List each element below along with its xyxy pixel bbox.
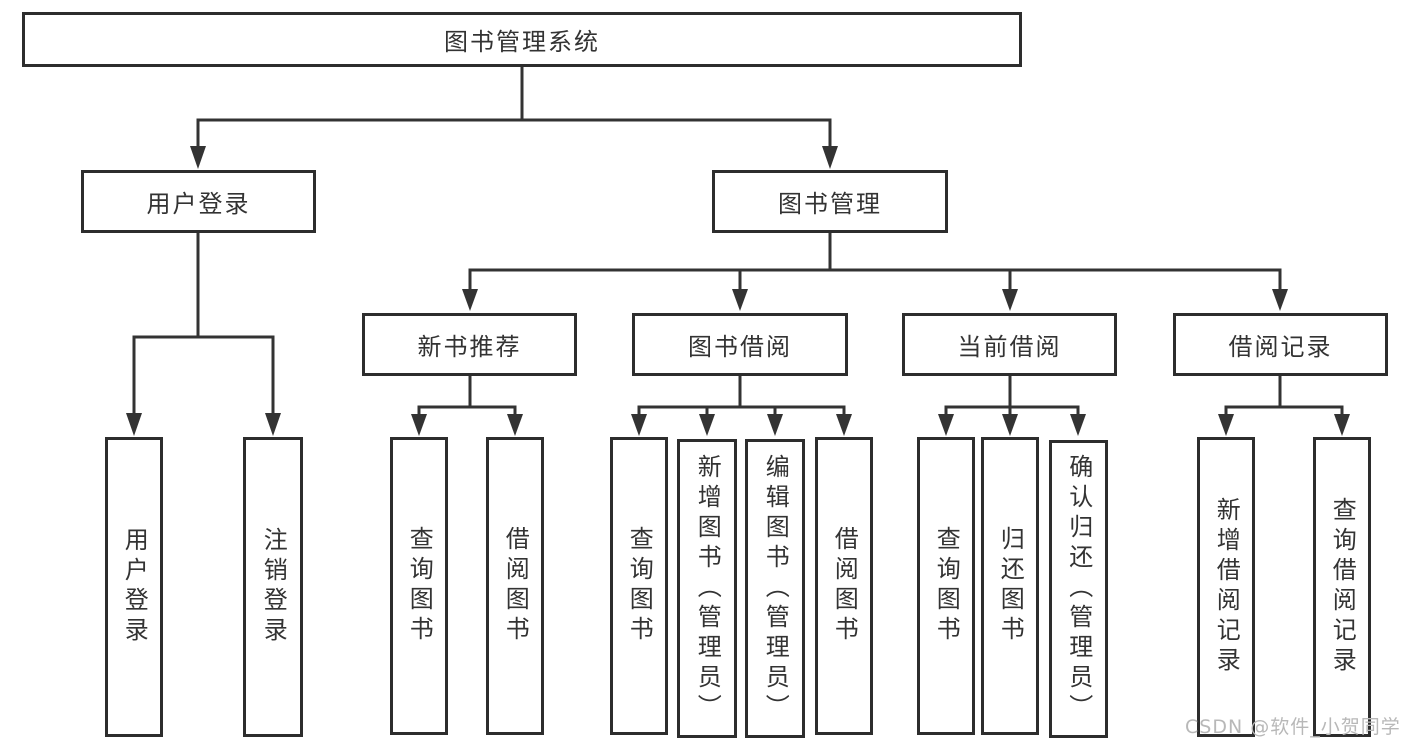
node-leaf-add-books-admin: 新增图书（管理员）: [677, 439, 737, 738]
node-library-management-system: 图书管理系统: [22, 12, 1022, 67]
node-book-borrow: 图书借阅: [632, 313, 848, 376]
node-current-borrow: 当前借阅: [902, 313, 1117, 376]
node-leaf-search-books-recommend: 查询图书: [390, 437, 448, 735]
arrowheads: [126, 146, 1350, 436]
node-leaf-search-borrow-record: 查询借阅记录: [1313, 437, 1371, 737]
node-leaf-borrow-books-recommend: 借阅图书: [486, 437, 544, 735]
node-leaf-edit-books-admin: 编辑图书（管理员）: [745, 439, 805, 738]
node-leaf-add-borrow-record: 新增借阅记录: [1197, 437, 1255, 737]
node-leaf-confirm-return-admin: 确认归还（管理员）: [1049, 440, 1108, 738]
node-leaf-search-books-borrow: 查询图书: [610, 437, 668, 735]
node-leaf-user-login: 用户登录: [105, 437, 163, 737]
node-leaf-borrow-books-borrow: 借阅图书: [815, 437, 873, 735]
node-book-management: 图书管理: [712, 170, 948, 233]
node-borrow-records: 借阅记录: [1173, 313, 1388, 376]
node-new-book-recommend: 新书推荐: [362, 313, 577, 376]
node-leaf-return-books: 归还图书: [981, 437, 1039, 735]
node-leaf-logout-login: 注销登录: [243, 437, 303, 737]
node-user-login: 用户登录: [81, 170, 316, 233]
node-leaf-search-books-current: 查询图书: [917, 437, 975, 735]
watermark: CSDN @软件_小贺同学: [1185, 716, 1401, 738]
